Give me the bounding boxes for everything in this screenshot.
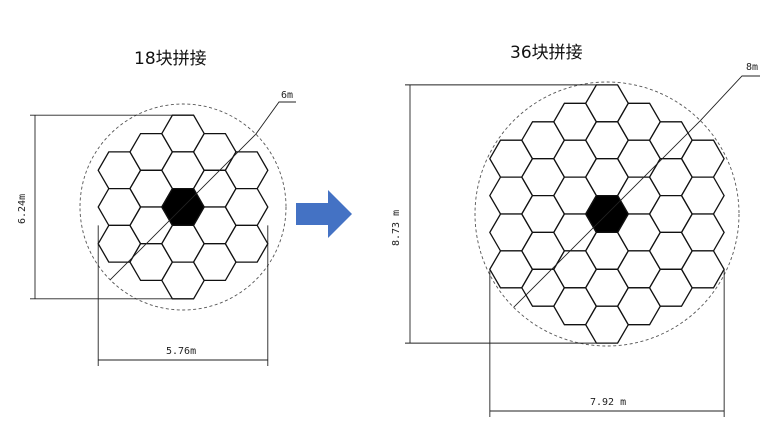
right-width-label: 7.92 m <box>590 397 626 408</box>
left-height-label: 6.24m <box>17 194 28 224</box>
right-diameter-leader <box>699 75 760 122</box>
left-diameter-leader <box>255 101 296 135</box>
arrow-icon <box>296 190 352 238</box>
right-diameter-line <box>513 120 701 308</box>
left-diameter-line <box>109 133 257 281</box>
right-diameter-label: 8m <box>746 62 758 73</box>
right-title: 36块拼接 <box>510 43 583 63</box>
left-diameter-label: 6m <box>281 90 293 101</box>
right-mirror-group <box>405 75 760 417</box>
left-aperture-circle <box>79 103 287 311</box>
left-width-label: 5.76m <box>166 346 196 357</box>
left-title: 18块拼接 <box>134 49 207 69</box>
left-mirror-segment <box>224 224 269 263</box>
right-height-label: 8.73 m <box>391 210 402 246</box>
left-mirror-group <box>30 101 296 366</box>
right-mirror-segment <box>680 250 725 289</box>
right-aperture-circle <box>474 81 740 347</box>
